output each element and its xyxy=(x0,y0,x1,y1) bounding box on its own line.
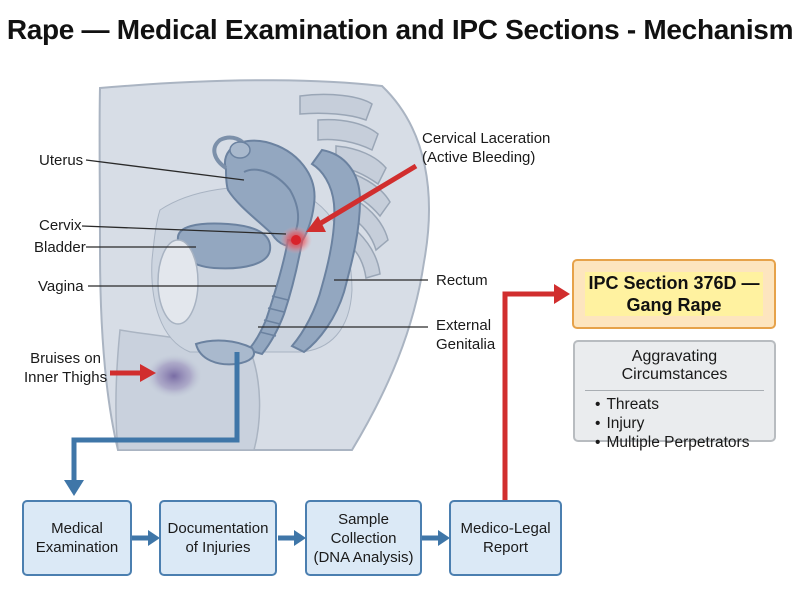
flow-arrow-to-examination xyxy=(71,352,240,484)
aggravating-item: Multiple Perpetrators xyxy=(595,433,764,452)
label-bruises: Bruises on Inner Thighs xyxy=(24,350,108,386)
label-rectum: Rectum xyxy=(436,272,488,289)
flow-step-documentation: Documentation of Injuries xyxy=(159,500,277,576)
label-uterus: Uterus xyxy=(39,152,84,169)
spine xyxy=(299,93,391,279)
flow-step-medico-legal-report: Medico-Legal Report xyxy=(449,500,562,576)
leader-lines xyxy=(81,159,428,328)
aggravating-item: Threats xyxy=(595,395,764,414)
aggravating-item: Injury xyxy=(595,414,764,433)
page-title: Rape — Medical Examination and IPC Secti… xyxy=(6,14,794,45)
label-vagina: Vagina xyxy=(38,278,84,295)
thigh-bruise xyxy=(146,354,202,398)
label-bladder: Bladder xyxy=(34,239,86,256)
aggravating-list: Threats Injury Multiple Perpetrators xyxy=(585,395,764,452)
flow-step-medical-examination: Medical Examination xyxy=(22,500,132,576)
ipc-section-box: IPC Section 376D — Gang Rape xyxy=(572,259,776,329)
pubic-bone xyxy=(157,239,199,325)
flow-arrow-to-ipc xyxy=(502,284,570,500)
bladder-shape xyxy=(176,222,272,270)
label-external-genitalia: External Genitalia xyxy=(436,317,496,353)
label-cervix: Cervix xyxy=(39,217,82,234)
aggravating-circumstances-box: Aggravating Circumstances Threats Injury… xyxy=(573,340,776,451)
label-cervical-laceration: Cervical Laceration (Active Bleeding) xyxy=(422,130,551,166)
flow-step-arrows xyxy=(132,530,450,546)
red-pointer-arrows xyxy=(110,163,418,382)
ipc-section-label: IPC Section 376D — Gang Rape xyxy=(585,272,763,316)
aggravating-title: Aggravating Circumstances xyxy=(585,348,764,391)
flow-step-sample-collection: Sample Collection (DNA Analysis) xyxy=(305,500,422,576)
ovary xyxy=(229,141,251,159)
